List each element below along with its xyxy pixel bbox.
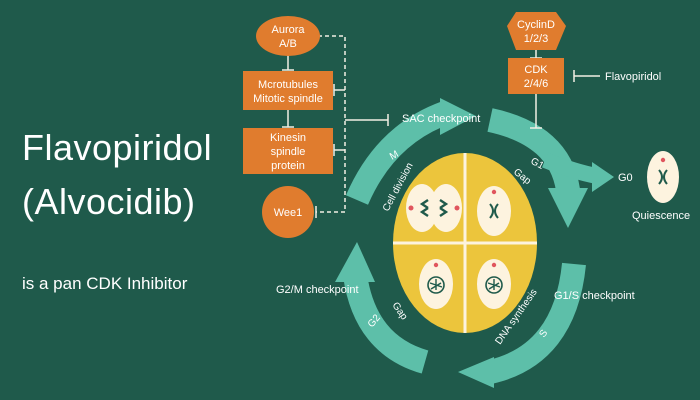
wee1-label: Wee1 <box>274 207 303 219</box>
kinesin-line-3: protein <box>271 160 305 172</box>
kinesin-node: Kinesin spindle protein <box>243 128 333 174</box>
phase-label-gap-bottom: Gap <box>390 300 410 322</box>
microtubules-line-2: Mitotic spindle <box>253 93 323 105</box>
microtubules-line-1: Mcrotubules <box>258 79 318 91</box>
sac-checkpoint-label: SAC checkpoint <box>402 113 480 125</box>
title-line-1: Flavopiridol <box>22 127 213 168</box>
g2m-checkpoint-label: G2/M checkpoint <box>276 284 359 296</box>
cdk-node: CDK 2/4/6 <box>508 58 564 94</box>
kinesin-line-1: Kinesin <box>270 132 306 144</box>
dividing-cell-icon <box>406 184 462 232</box>
inhibition-connectors-left <box>282 35 389 218</box>
g1-cell-icon <box>477 186 511 236</box>
cyclind-node: CyclinD 1/2/3 <box>507 12 566 50</box>
g2-cell-icon <box>477 259 511 309</box>
aurora-line-2: A/B <box>279 38 297 50</box>
aurora-node: Aurora A/B <box>256 16 320 56</box>
arrow-g1-phase <box>487 108 588 228</box>
flavopiridol-label: Flavopiridol <box>605 71 661 83</box>
arrow-g2-phase <box>335 242 429 374</box>
cyclind-line-2: 1/2/3 <box>524 33 548 45</box>
arrow-g0-branch <box>542 152 614 192</box>
kinesin-line-2: spindle <box>271 146 306 158</box>
microtubules-node: Mcrotubules Mitotic spindle <box>243 71 333 110</box>
cdk-line-2: 2/4/6 <box>524 78 548 90</box>
s-phase-cell-icon <box>419 259 453 309</box>
g1s-checkpoint-label: G1/S checkpoint <box>554 290 635 302</box>
central-disc <box>393 153 537 333</box>
cdk-line-1: CDK <box>524 64 548 76</box>
quiescent-cell-icon <box>647 151 679 203</box>
title-line-2: (Alvocidib) <box>22 181 196 222</box>
subtitle: is a pan CDK Inhibitor <box>22 274 188 293</box>
aurora-line-1: Aurora <box>271 24 305 36</box>
quiescence-label: Quiescence <box>632 210 690 222</box>
cyclind-line-1: CyclinD <box>517 19 555 31</box>
wee1-node: Wee1 <box>262 186 314 238</box>
arrow-m-phase <box>345 98 476 205</box>
arrow-s-phase <box>458 262 586 388</box>
g0-label: G0 <box>618 172 633 184</box>
